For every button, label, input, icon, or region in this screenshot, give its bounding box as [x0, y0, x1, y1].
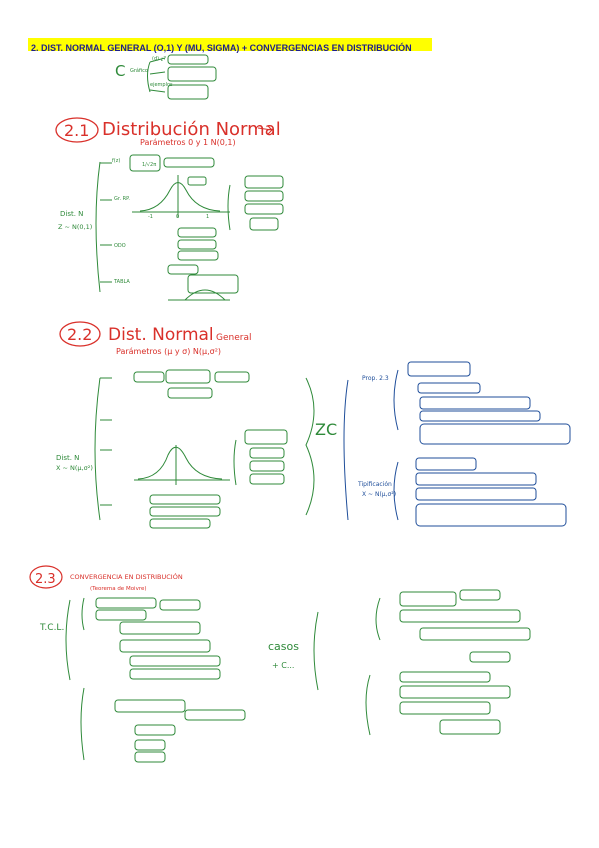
- svg-text:1/√2π: 1/√2π: [142, 162, 156, 168]
- dist2-var-label: X ~ N(μ,σ²): [56, 464, 93, 472]
- casos-sub: + C...: [272, 661, 294, 670]
- svg-text:-1: -1: [148, 214, 153, 220]
- dist2-right-tree: [343, 361, 571, 527]
- section-2-1-number-circle: [55, 117, 99, 143]
- section-2-1-title: Distribución Normal: [102, 119, 281, 140]
- casos-tree: [313, 589, 531, 736]
- section-header-title: 2. DIST. NORMAL GENERAL (O,1) Y (MU, SIG…: [31, 43, 412, 53]
- section-2-1-subtitle: Parámetros 0 y 1 N(0,1): [140, 138, 236, 147]
- section-header-banner: 2. DIST. NORMAL GENERAL (O,1) Y (MU, SIG…: [28, 38, 432, 53]
- section-2-2: 2.2 Dist. Normal General Parámetros (μ y…: [56, 321, 571, 529]
- top-item-1: Gráfico: [130, 67, 148, 74]
- svg-text:Gr. RP.: Gr. RP.: [114, 196, 130, 202]
- tcl-tree: [65, 597, 246, 763]
- casos-label: casos: [268, 640, 299, 653]
- dist1-root-label: Dist. N: [60, 210, 83, 218]
- section-2-2-qualifier: General: [216, 333, 251, 343]
- section-2-3-title: CONVERGENCIA EN DISTRIBUCIÓN: [70, 572, 183, 581]
- dist2-tc-label: ZC: [315, 420, 337, 439]
- top-summary-block: C Gráfico (d) ¿? ejemplos: [115, 54, 217, 100]
- dist2-tree: [94, 369, 288, 529]
- section-2-3-number: 2.3: [35, 572, 56, 587]
- section-2-2-number: 2.2: [67, 325, 92, 344]
- svg-text:Tipificación: Tipificación: [357, 481, 392, 488]
- svg-text:TABLA: TABLA: [113, 279, 130, 285]
- svg-text:1: 1: [206, 214, 209, 220]
- dist1-var-label: Z ~ N(0,1): [58, 223, 92, 231]
- svg-text:ODO: ODO: [114, 243, 126, 249]
- section-2-1: 2.1 Distribución Normal Parámetros 0 y 1…: [55, 117, 284, 301]
- tcl-label: T.C.L.: [39, 623, 64, 633]
- top-item-2: ejemplos: [150, 82, 173, 88]
- section-2-3-number-circle: [29, 565, 63, 589]
- svg-text:X ~ N(μ,σ²): X ~ N(μ,σ²): [362, 491, 396, 498]
- svg-text:0: 0: [176, 214, 179, 220]
- dist1-small-text: f(z) 1/√2π Gr. RP. ODO TABLA -1 0 1: [112, 158, 209, 285]
- section-2-2-subtitle: Parámetros (μ y σ) N(μ,σ²): [116, 347, 221, 356]
- section-2-1-number: 2.1: [64, 121, 89, 140]
- top-c-letter: C: [115, 62, 125, 80]
- section-2-2-number-circle: [59, 321, 101, 347]
- dist2-root-label: Dist. N: [56, 454, 79, 462]
- svg-text:f(z): f(z): [112, 158, 120, 164]
- dist2-right-labels: Prop. 2.3 Tipificación X ~ N(μ,σ²): [357, 375, 396, 498]
- dist2-big-brace: [305, 377, 315, 516]
- svg-text:Prop. 2.3: Prop. 2.3: [362, 375, 389, 382]
- section-2-3-subtitle: (Teorema de Moivre): [90, 586, 147, 592]
- section-2-3: 2.3 CONVERGENCIA EN DISTRIBUCIÓN (Teorem…: [29, 565, 531, 763]
- section-2-2-title: Dist. Normal: [108, 325, 214, 345]
- top-item-0: (d) ¿?: [152, 56, 166, 62]
- dist1-tree: [95, 154, 284, 301]
